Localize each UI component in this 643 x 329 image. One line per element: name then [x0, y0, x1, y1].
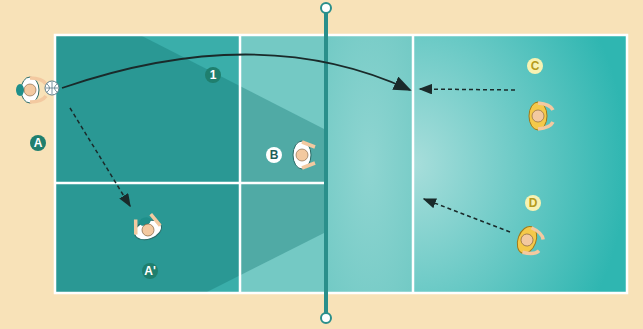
callout-label: A	[30, 135, 46, 151]
callout-label: C	[527, 58, 543, 74]
callout-label: 1	[205, 67, 221, 83]
callout-label: A'	[142, 263, 158, 279]
callout-label: B	[266, 147, 282, 163]
callout-label: D	[525, 195, 541, 211]
